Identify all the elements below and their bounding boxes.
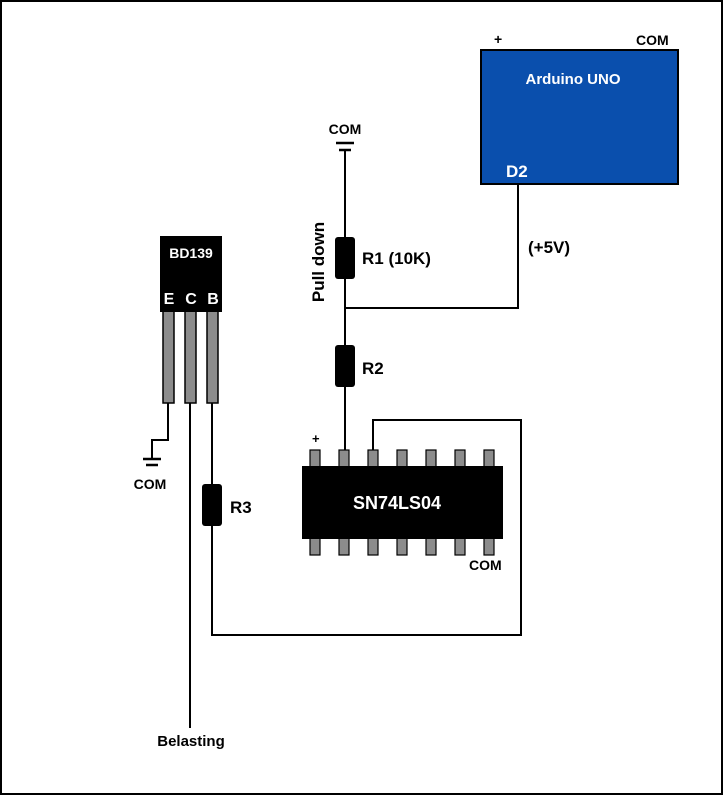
- transistor-pin-c: [184, 309, 197, 404]
- ground-symbol-top: [336, 141, 354, 152]
- resistor-r1-label: R1 (10K): [362, 249, 431, 268]
- arduino-board: [480, 49, 679, 185]
- transistor-pin-b: [206, 309, 219, 404]
- transistor-pin-b-label: B: [207, 291, 219, 308]
- resistor-r2-label: R2: [362, 359, 384, 378]
- ic-sn74ls04: SN74LS04: [302, 449, 503, 556]
- wires: [151, 150, 522, 728]
- transistor-bd139: BD139 E C B: [160, 236, 222, 404]
- arduino-plus-label: +: [494, 31, 502, 47]
- ground-symbol-left: [143, 457, 161, 467]
- top-com-label: COM: [329, 121, 362, 137]
- wire-emitter-com: [151, 402, 169, 458]
- ic-com-label: COM: [469, 557, 502, 573]
- resistor-r1: [335, 237, 355, 279]
- transistor-pin-e: [162, 309, 175, 404]
- transistor-pin-c-label: C: [185, 291, 197, 308]
- resistor-r3: [202, 484, 222, 526]
- resistor-r3-label: R3: [230, 498, 252, 517]
- ic-name: SN74LS04: [353, 493, 441, 513]
- arduino-com-label: COM: [636, 32, 669, 48]
- transistor-pin-e-label: E: [164, 291, 175, 308]
- left-com-label: COM: [134, 476, 167, 492]
- wire-ic-output-loop: [211, 402, 522, 636]
- transistor-body: [160, 236, 222, 312]
- arduino-title: Arduino UNO: [526, 71, 621, 88]
- ic-body: [302, 466, 503, 539]
- ic-plus-label: +: [312, 431, 320, 446]
- transistor-name: BD139: [169, 245, 213, 261]
- voltage-label: (+5V): [528, 238, 570, 257]
- pull-down-label: Pull down: [309, 222, 328, 302]
- load-label: Belasting: [157, 733, 225, 750]
- arduino-pin-d2: D2: [506, 162, 528, 181]
- resistor-r2: [335, 345, 355, 387]
- wire-d2-to-junction: [345, 184, 519, 309]
